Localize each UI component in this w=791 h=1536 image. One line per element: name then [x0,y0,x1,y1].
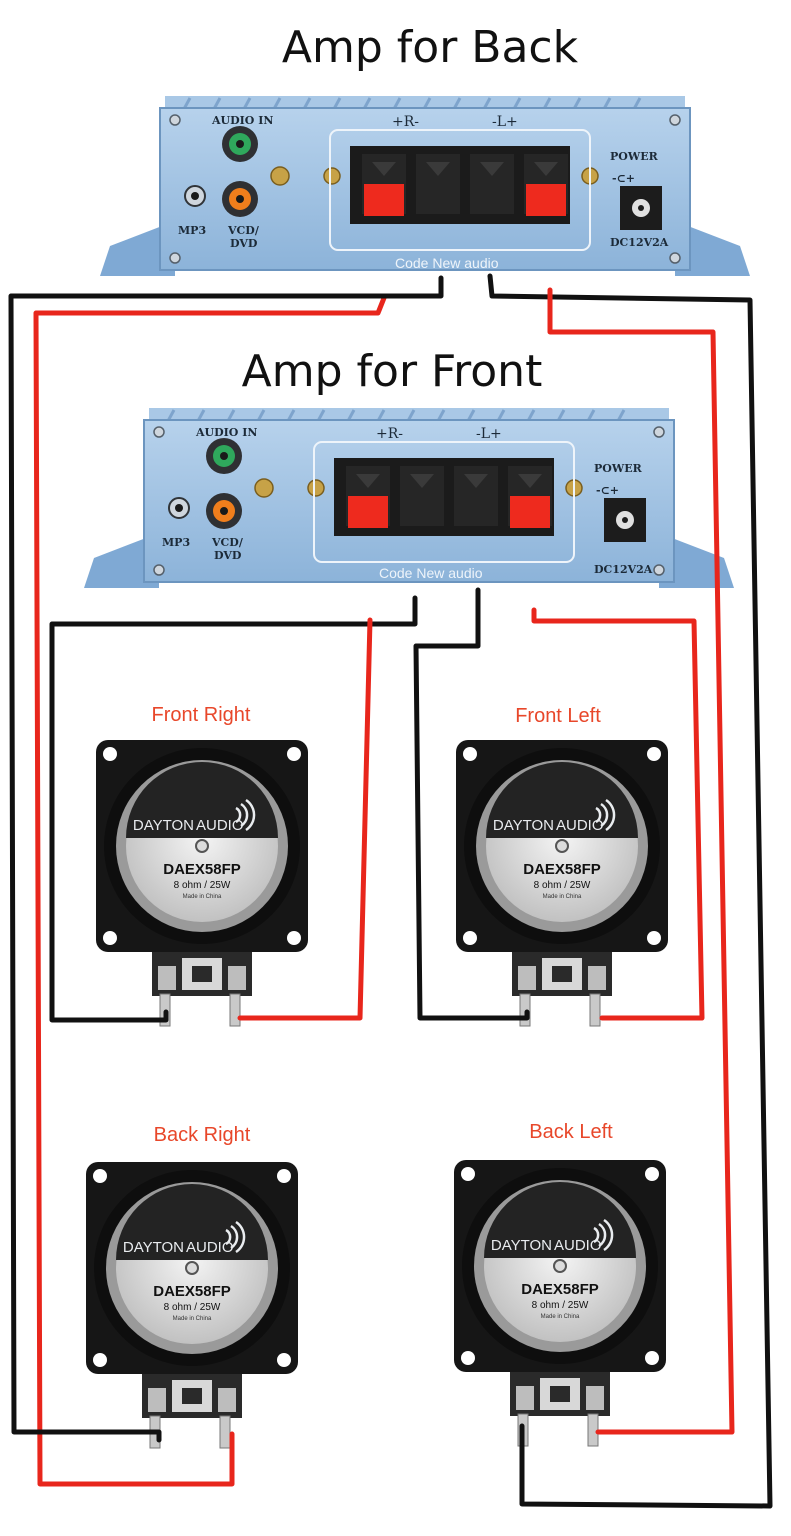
front-amp-title: Amp for Front [242,346,543,397]
speaker-model: DAEX58FP [163,861,241,878]
speaker-brand-2: AUDIO [196,817,244,834]
wire-front-right-positive [237,617,373,1021]
dc-rating-label: DC12V2A [594,563,653,576]
back-amplifier: AUDIO IN MP3 VCD/ DVD +R- -L+ POWER -⊂+ … [98,94,752,278]
speaker-origin: Made in China [543,894,582,900]
speaker-spec: 8 ohm / 25W [532,1300,589,1311]
dc-rating-label: DC12V2A [610,236,669,249]
speaker-origin: Made in China [541,1314,580,1320]
power-label: POWER [610,150,659,163]
wire-back-right-negative [8,275,444,1443]
speaker-front-right: DAYTON AUDIO DAEX58FP 8 ohm / 25W Made i… [94,738,310,1028]
speaker-brand-1: DAYTON [491,1237,552,1254]
front-amplifier: AUDIO IN MP3 VCD/ DVD +R- -L+ POWER -⊂+ … [82,406,736,590]
speaker-spec: 8 ohm / 25W [534,880,591,891]
speaker-brand-2: AUDIO [554,1237,602,1254]
label-front-right: Front Right [152,704,251,726]
left-channel-label: -L+ [476,426,502,442]
label-back-left: Back Left [529,1121,613,1143]
label-back-right: Back Right [154,1124,251,1146]
speaker-brand-1: DAYTON [133,817,194,834]
speaker-brand-1: DAYTON [123,1239,184,1256]
wire-back-left-negative [487,273,773,1509]
power-label: POWER [594,462,643,475]
speaker-origin: Made in China [173,1316,212,1322]
speaker-back-right: DAYTON AUDIO DAEX58FP 8 ohm / 25W Made i… [84,1160,300,1450]
vcd-dvd-label: VCD/ [211,536,244,549]
power-symbol-icon: -⊂+ [596,484,619,497]
speaker-spec: 8 ohm / 25W [174,880,231,891]
amp-brand-label: Code New audio [395,255,499,271]
vcd-dvd-label: VCD/ [227,224,260,237]
wire-front-left-negative [413,587,530,1021]
speaker-model: DAEX58FP [153,1283,231,1300]
left-channel-label: -L+ [492,114,518,130]
speaker-origin: Made in China [183,894,222,900]
wire-back-left-positive [547,287,735,1435]
speaker-brand-1: DAYTON [493,817,554,834]
audio-in-label: AUDIO IN [211,114,273,127]
speaker-brand-2: AUDIO [556,817,604,834]
amp-brand-label: Code New audio [379,565,483,581]
wire-front-right-negative [49,595,418,1023]
speaker-model: DAEX58FP [523,861,601,878]
mp3-label: MP3 [178,224,206,237]
wire-back-right-positive [33,295,387,1487]
speaker-model: DAEX58FP [521,1281,599,1298]
vcd-dvd-label-2: DVD [214,549,242,562]
power-symbol-icon: -⊂+ [612,172,635,185]
vcd-dvd-label-2: DVD [230,237,258,250]
speaker-back-left: DAYTON AUDIO DAEX58FP 8 ohm / 25W Made i… [452,1158,668,1448]
speaker-brand-2: AUDIO [186,1239,234,1256]
right-channel-label: +R- [392,114,419,130]
wire-front-left-positive [531,607,705,1021]
back-amp-title: Amp for Back [282,22,579,73]
speaker-spec: 8 ohm / 25W [164,1302,221,1313]
audio-in-label: AUDIO IN [195,426,257,439]
speaker-front-left: DAYTON AUDIO DAEX58FP 8 ohm / 25W Made i… [454,738,670,1028]
label-front-left: Front Left [515,705,601,727]
mp3-label: MP3 [162,536,190,549]
right-channel-label: +R- [376,426,403,442]
